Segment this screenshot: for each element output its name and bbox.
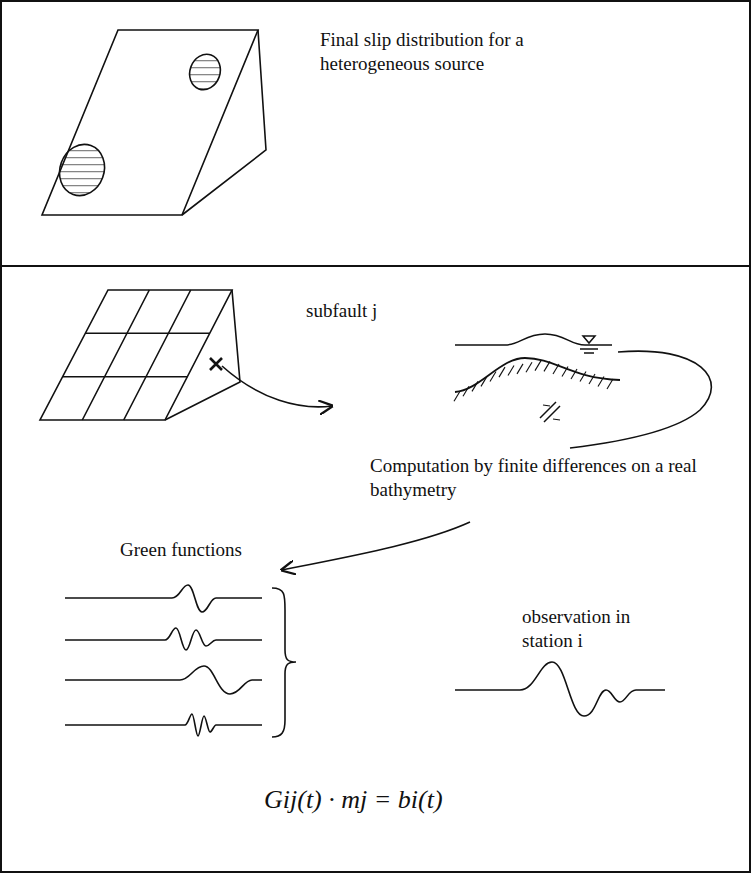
- green-functions-label: Green functions: [120, 538, 320, 562]
- brace: [272, 588, 296, 737]
- equation: Gij(t) · mj = bi(t): [264, 784, 443, 817]
- bathymetry-sketch: [454, 334, 711, 448]
- green-function-traces: [65, 585, 262, 736]
- caption-text: Final slip distribution for a heterogene…: [320, 28, 620, 76]
- observation-trace: [455, 662, 665, 716]
- fault-block: [42, 30, 266, 215]
- subfault-label: subfault j: [306, 299, 466, 323]
- inversion-panel: subfault j Computation by finite differen…: [0, 265, 751, 873]
- observation-label: observation in station i: [522, 605, 682, 653]
- method-label: Computation by finite differences on a r…: [370, 454, 700, 502]
- source-panel: Final slip distribution for a heterogene…: [0, 0, 751, 267]
- flow-arrow: [282, 522, 470, 570]
- subfault-grid: [40, 290, 332, 420]
